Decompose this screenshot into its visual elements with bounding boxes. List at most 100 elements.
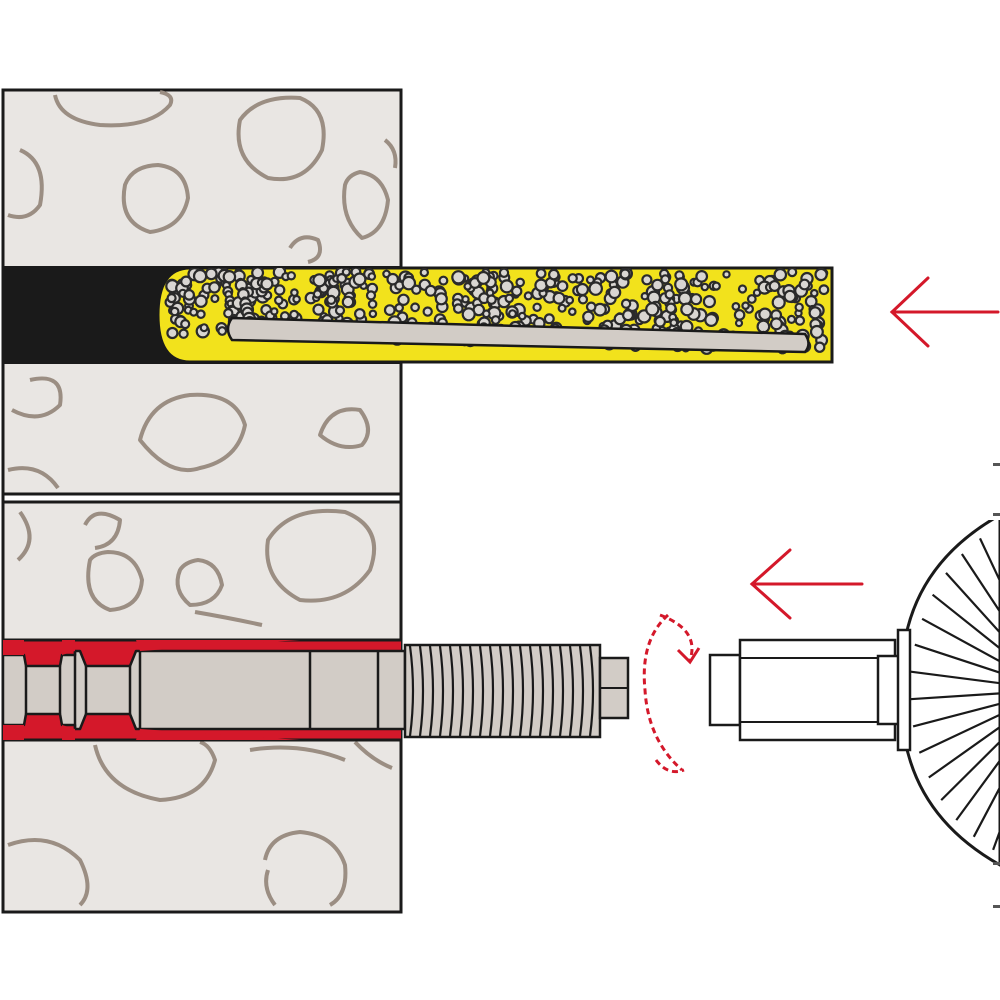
grit-particle xyxy=(438,275,449,286)
thread-line xyxy=(538,645,545,737)
thread-line xyxy=(568,645,575,737)
grit-particle xyxy=(210,294,220,304)
grit-particle xyxy=(498,268,510,278)
grit-particle xyxy=(383,304,396,317)
grit-particle xyxy=(808,306,822,320)
grit-particle xyxy=(700,282,710,292)
grit-particle xyxy=(711,281,721,291)
grit-particle xyxy=(274,284,286,296)
grit-particle xyxy=(620,298,632,309)
grit-particle xyxy=(556,280,569,293)
grit-particle xyxy=(463,281,473,291)
anchor-rod-body xyxy=(1,649,407,731)
thread-line xyxy=(528,645,535,737)
thread-line xyxy=(468,645,475,737)
thread-line xyxy=(488,645,495,737)
chuck-rib xyxy=(972,784,1000,838)
grit-particle xyxy=(607,285,622,300)
grit-particle xyxy=(386,272,399,286)
grit-particle xyxy=(695,270,709,283)
resin-capsule xyxy=(156,266,834,364)
grit-particle xyxy=(419,268,429,278)
grit-particle xyxy=(336,273,348,284)
grit-particle xyxy=(645,302,660,317)
grit-particle xyxy=(290,288,299,297)
grit-particle xyxy=(814,341,826,353)
thread-line xyxy=(478,645,485,737)
rotation-arrow-icon xyxy=(642,613,701,774)
grit-particle xyxy=(654,315,666,328)
grit-particle xyxy=(401,275,417,291)
grit-particle xyxy=(621,309,634,322)
grit-particle xyxy=(674,277,689,292)
grit-particle xyxy=(353,308,366,320)
grit-particle xyxy=(194,294,208,308)
grit-particle xyxy=(798,278,811,291)
grit-particle xyxy=(341,295,355,309)
grit-particle xyxy=(368,309,378,319)
grit-particle xyxy=(486,294,497,305)
grit-particle xyxy=(660,274,671,285)
grit-particle xyxy=(199,323,209,333)
grit-particle xyxy=(769,317,783,331)
grit-particle xyxy=(434,292,448,306)
grit-particle xyxy=(452,303,464,314)
grit-particle xyxy=(786,314,797,324)
grit-particle xyxy=(499,279,514,294)
grit-particle xyxy=(367,272,377,281)
chuck-rib xyxy=(940,740,1000,801)
grit-particle xyxy=(523,291,533,301)
left-arrow-icon xyxy=(749,548,864,620)
grit-particle xyxy=(804,295,818,308)
grit-particle xyxy=(756,319,771,334)
grit-particle xyxy=(582,310,595,323)
grit-particle xyxy=(787,268,798,278)
grit-particle xyxy=(543,313,555,325)
grit-particle xyxy=(585,301,597,313)
thread-line xyxy=(448,645,455,737)
chuck-rib xyxy=(910,692,1000,701)
grit-particle xyxy=(196,309,206,320)
grit-particle xyxy=(734,319,744,328)
grit-particle xyxy=(166,326,179,340)
grit-particle xyxy=(771,295,786,310)
grit-particle xyxy=(731,302,741,311)
grit-particle xyxy=(680,302,694,317)
grit-particle xyxy=(273,295,284,306)
grit-particle xyxy=(180,275,193,288)
grit-particle xyxy=(481,309,491,319)
grit-particle xyxy=(508,309,518,319)
chuck-rib xyxy=(921,617,1000,663)
grit-particle xyxy=(689,293,703,306)
grit-particle xyxy=(260,277,274,291)
grit-particle xyxy=(557,303,567,313)
hardener-rod xyxy=(226,316,810,354)
grit-particle xyxy=(619,268,631,280)
grit-particle xyxy=(352,272,367,287)
grit-particle xyxy=(365,290,377,301)
grit-particle xyxy=(585,275,595,285)
grit-particle xyxy=(794,302,804,312)
thread-line xyxy=(518,645,525,737)
grit-particle xyxy=(604,269,619,284)
aggregate-stones-top xyxy=(7,90,398,490)
chuck-rib xyxy=(945,572,1000,635)
grit-particle xyxy=(758,307,772,322)
grit-particle xyxy=(515,277,526,288)
grit-particle xyxy=(588,281,603,296)
grit-particle xyxy=(490,315,501,325)
grit-particle xyxy=(334,305,346,316)
grit-particle xyxy=(535,268,547,279)
grit-particle xyxy=(292,294,301,304)
grit-particle xyxy=(270,307,279,316)
thread-line xyxy=(438,645,445,737)
grit-particle xyxy=(178,328,189,339)
grit-particle xyxy=(326,294,337,305)
chuck-rib xyxy=(910,670,1000,685)
grit-particle xyxy=(565,295,575,305)
grit-particle xyxy=(532,302,542,312)
grit-particle xyxy=(552,291,566,305)
grit-particle xyxy=(665,302,677,314)
thread-line xyxy=(588,645,595,737)
